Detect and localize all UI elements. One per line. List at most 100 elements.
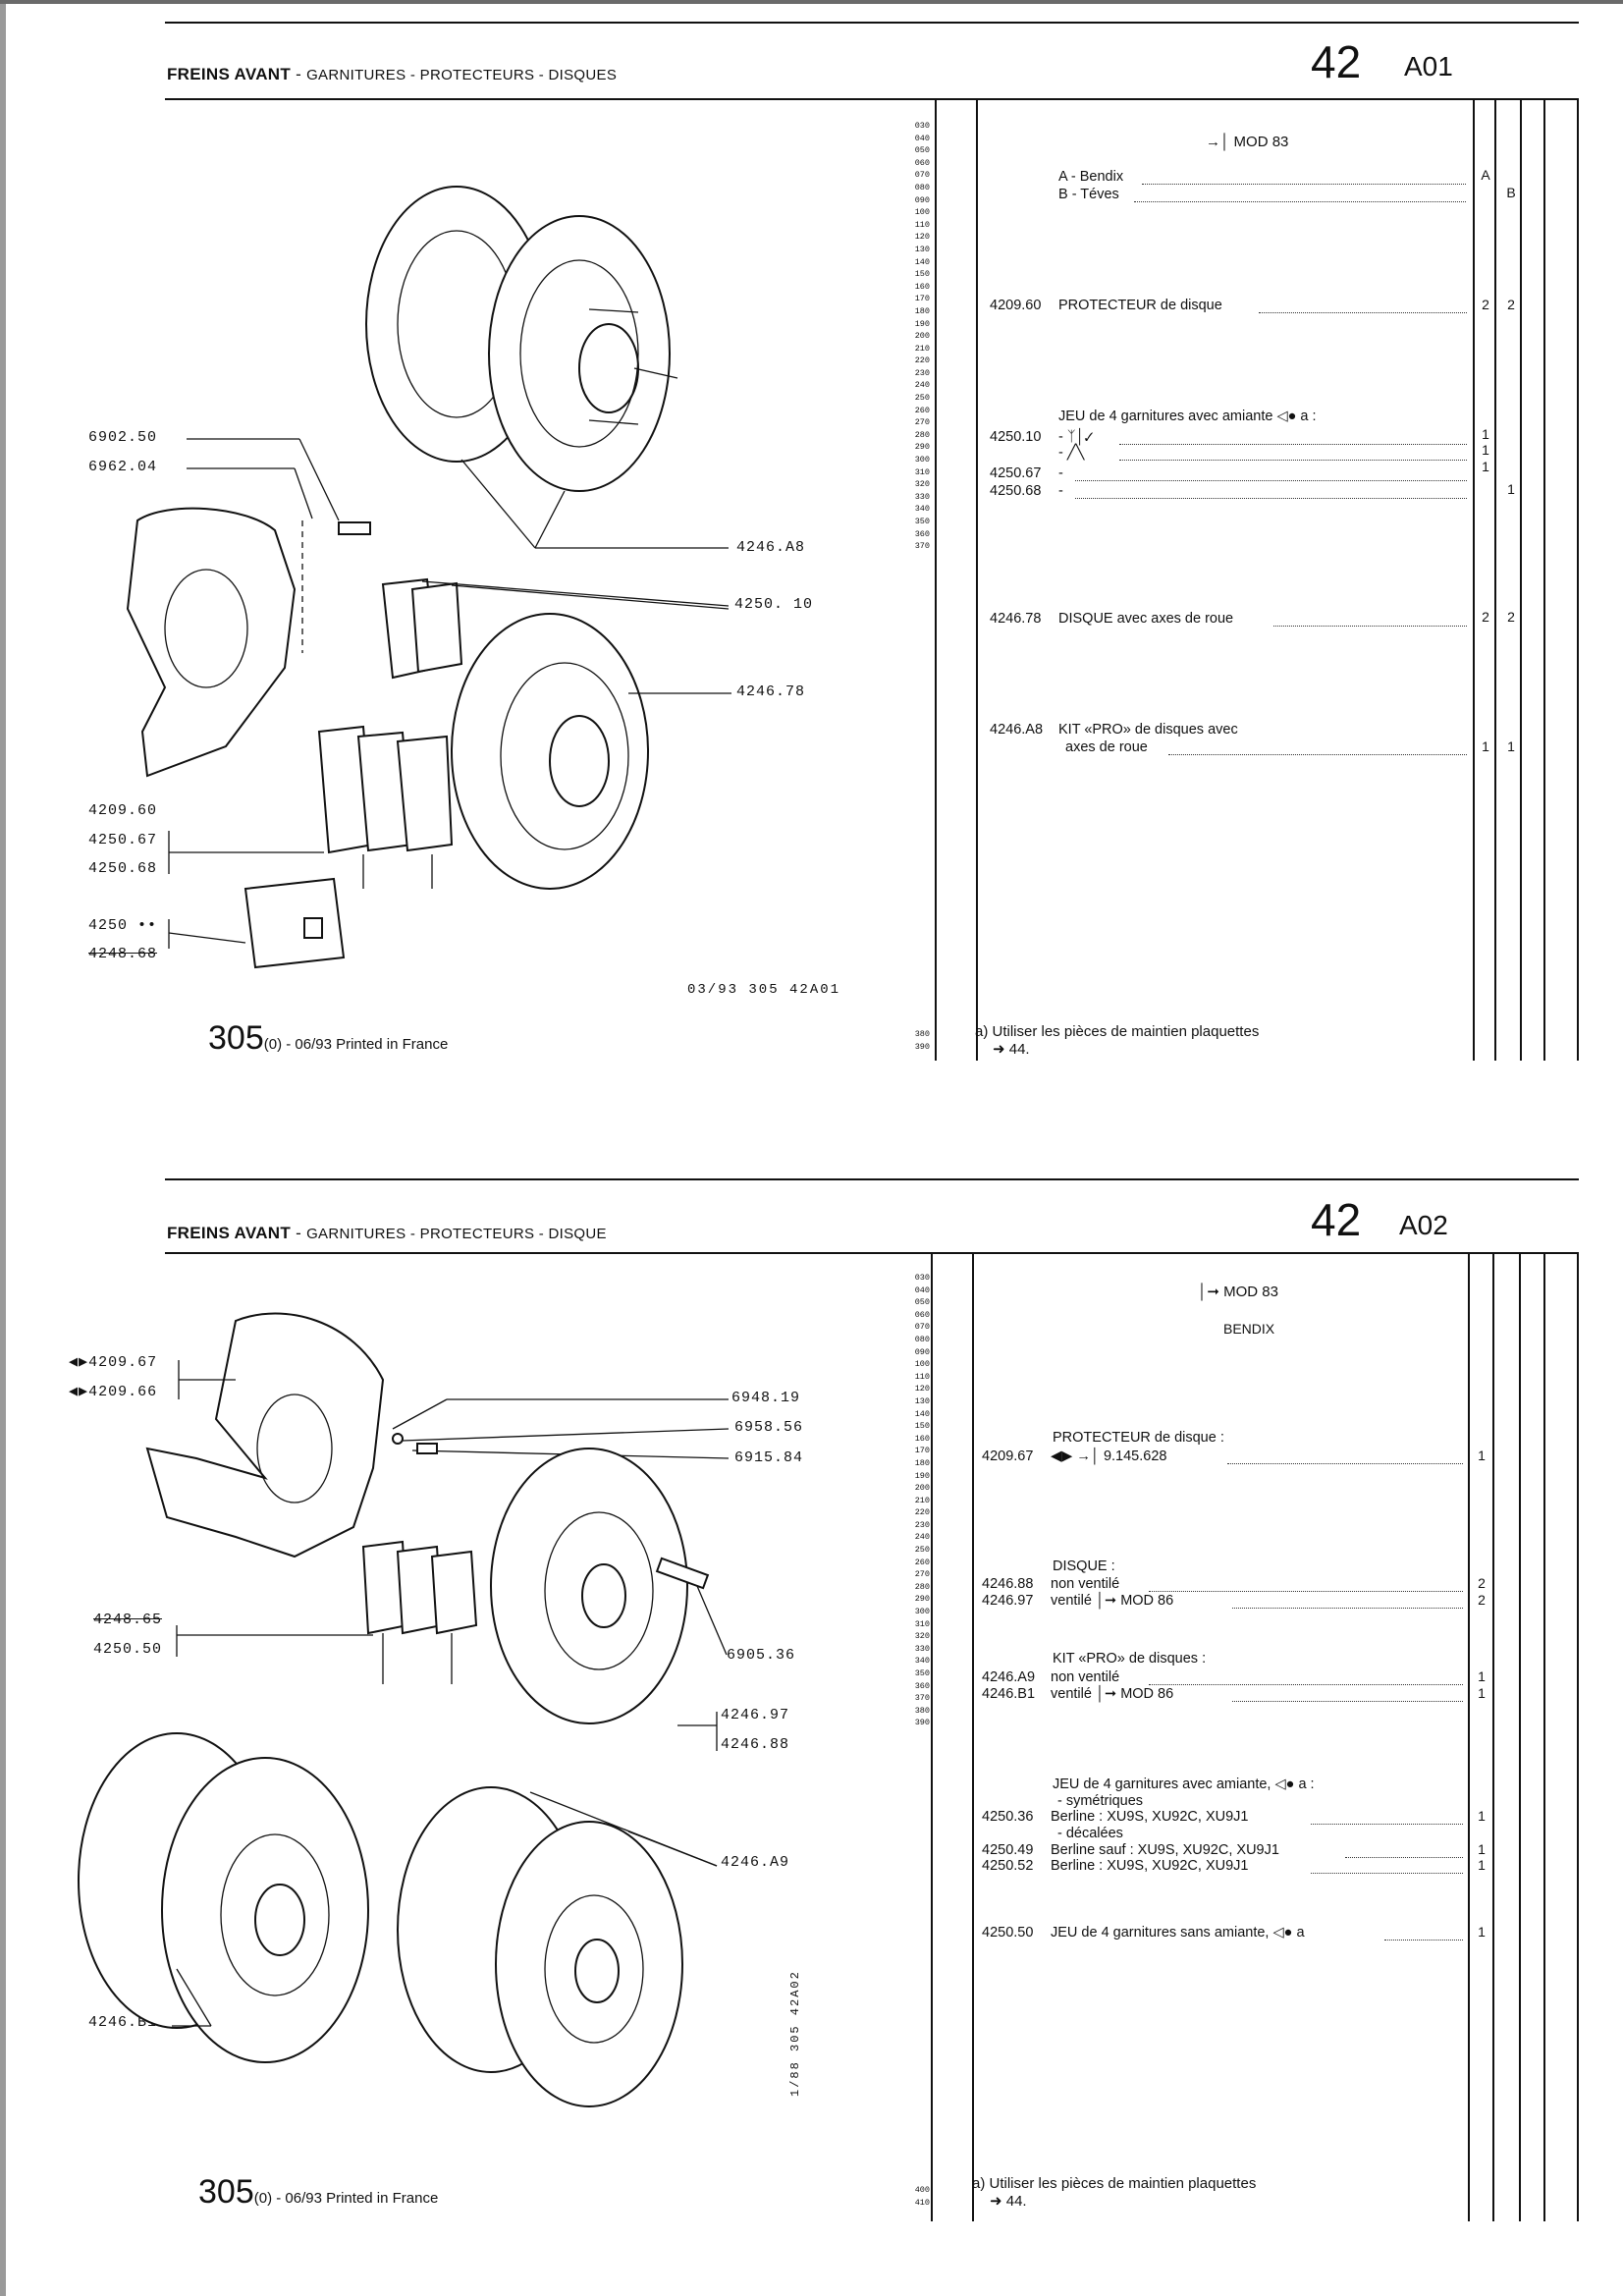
callout-label: 4250.67 [88,832,158,848]
column-d-border [1543,1254,1545,2221]
qty-b: 1 [1507,481,1515,497]
qty-a: 1 [1478,1924,1486,1940]
line-number: 330 [914,1643,930,1654]
line-number: 410 [914,2197,930,2208]
header-rule [165,1252,1579,1254]
qty-a: 2 [1482,609,1489,625]
line-number: 100 [914,1359,930,1370]
callout-label: 4246.97 [721,1707,790,1723]
qty-a: A [1481,167,1490,183]
leader-dots [1384,1940,1463,1941]
line-number: 240 [914,1532,930,1543]
applicability-mod: │➞ MOD 83 [1198,1283,1278,1300]
disc-kit-drawing [365,186,678,492]
qty-a: 1 [1482,459,1489,474]
leader-dots [1134,201,1466,202]
qty-b: 2 [1507,297,1515,312]
line-number: 100 [914,207,930,218]
list-item: axes de roue [1065,739,1148,755]
arrow-bar-icon: →│ [1206,134,1230,150]
pad-wear-icon: ╱╲ [1066,445,1085,461]
line-number: 080 [914,182,930,192]
line-number: 140 [914,256,930,267]
line-number: 360 [914,528,930,539]
list-item: 4250.67- [990,465,1063,481]
line-number: 200 [914,1483,930,1494]
callout-label: 4250.50 [93,1641,163,1658]
line-number: 110 [914,219,930,230]
line-number: 340 [914,504,930,515]
line-number: 370 [914,541,930,552]
line-number: 290 [914,1594,930,1605]
pad-sensor-icon: ᛉ│✓ [1066,429,1094,445]
line-number: 150 [914,269,930,280]
leader-dots [1311,1873,1463,1874]
callout-label: 6915.84 [734,1449,804,1466]
line-number: 240 [914,380,930,391]
line-number: 030 [914,121,930,131]
line-number: 380 [914,1029,930,1039]
callout-label: 4250.68 [88,860,158,877]
qty-b: 2 [1507,609,1515,625]
qty-a: 2 [1478,1575,1486,1591]
column-c-border [1519,1254,1521,2221]
brake-disc-drawing [490,1448,688,1724]
line-number: 390 [914,1041,930,1052]
line-number: 040 [914,133,930,143]
callout-label: ◀▶4209.67 [69,1354,158,1371]
footnote: a) Utiliser les pièces de maintien plaqu… [972,2175,1257,2210]
column-b-border [1494,100,1496,1061]
title-sub: GARNITURES - PROTECTEURS - DISQUES [306,67,618,83]
callout-label: 6905.36 [727,1647,796,1664]
line-number: 180 [914,305,930,316]
column-c-border [1520,100,1522,1061]
asbestos-warning-icon: ◁● [1272,1925,1293,1941]
section-number: 42 [1311,36,1362,87]
exploded-parts-diagram [126,186,731,969]
line-number: 340 [914,1656,930,1667]
sheet-code: A01 [1404,51,1453,82]
callout-label: 4246.78 [736,683,806,700]
list-item: PROTECTEUR de disque : [1053,1430,1224,1446]
page-title: FREINS AVANT - GARNITURES - PROTECTEURS … [167,65,618,83]
line-number: 280 [914,1581,930,1592]
applicability-mod: →│ MOD 83 [1206,134,1288,150]
line-number: 400 [914,2185,930,2195]
line-number: 090 [914,1346,930,1357]
column-e-border [1577,100,1579,1061]
table-border-desc [972,1254,974,2221]
callout-label: 6958.56 [734,1419,804,1436]
footnote: a) Utiliser les pièces de maintien plaqu… [975,1023,1260,1058]
line-number: 310 [914,1618,930,1629]
line-number: 140 [914,1408,930,1419]
qty-a: 1 [1478,1448,1486,1463]
callout-label: 4246.A9 [721,1854,790,1871]
callout-label: 6902.50 [88,429,158,446]
line-number: 190 [914,318,930,329]
disc-shield-drawing [145,1312,385,1558]
line-number: 360 [914,1680,930,1691]
callout-label: 4248.65 [93,1612,163,1628]
line-number: 270 [914,1569,930,1580]
leader-dots [1345,1857,1463,1858]
line-number: 330 [914,491,930,502]
callout-label: 4209.60 [88,802,158,819]
callout-label: ◀▶4209.66 [69,1384,158,1400]
maker-label: BENDIX [1223,1321,1275,1337]
leader-dots [1142,184,1466,185]
scan-edge [0,0,6,2296]
qty-a: 1 [1478,1685,1486,1701]
table-border-desc [976,100,978,1061]
line-number: 090 [914,194,930,205]
line-number: 300 [914,455,930,465]
list-item: 4250.10- ᛉ│✓ [990,429,1094,445]
line-number: 390 [914,1718,930,1728]
